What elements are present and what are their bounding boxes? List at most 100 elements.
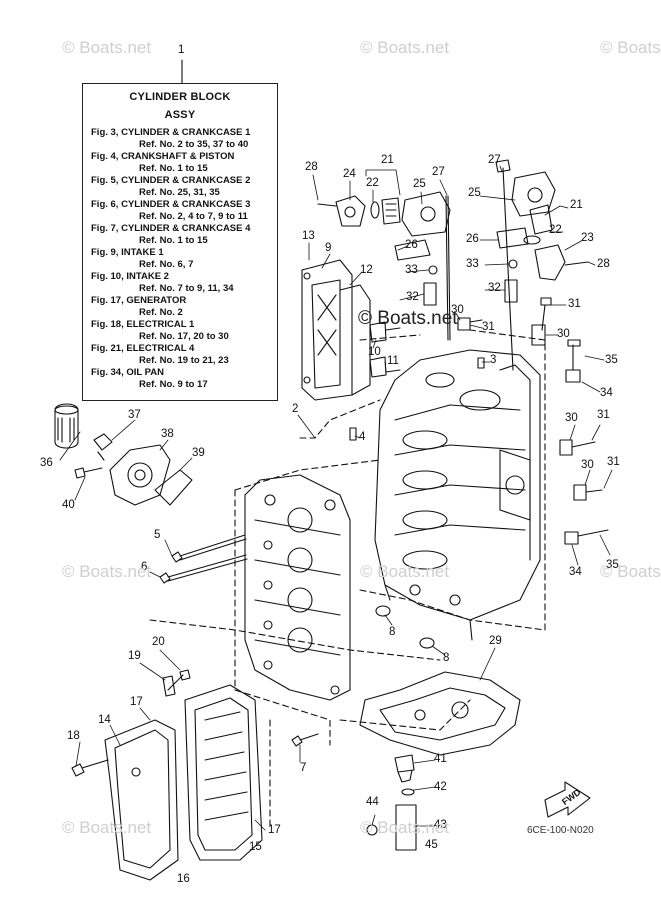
drain-plug <box>394 754 415 783</box>
part-30a <box>457 317 471 331</box>
legend-line: Fig. 10, INTAKE 2 <box>91 271 169 282</box>
callout-label: 14 <box>98 714 111 726</box>
long-bolts <box>159 534 248 584</box>
callout-label: 25 <box>413 178 426 190</box>
callout-label: 30 <box>557 328 570 340</box>
callout-label: 3 <box>490 354 497 366</box>
callout-label: 28 <box>305 161 318 173</box>
bolt-27b <box>502 167 514 371</box>
legend-line: Fig. 17, GENERATOR <box>91 295 187 306</box>
callout-label: 35 <box>605 354 618 366</box>
bracket-19 <box>162 675 176 697</box>
legend-line: Ref. No. 17, 20 to 30 <box>139 331 229 342</box>
callout-label: 12 <box>360 264 373 276</box>
crankcase <box>244 474 351 701</box>
sleeve-32a <box>423 282 437 306</box>
legend-line: Ref. No. 2 to 35, 37 to 40 <box>139 139 249 150</box>
right-small-parts <box>531 297 609 545</box>
callout-label: 31 <box>607 456 620 468</box>
oil-pan-gasket <box>359 671 521 756</box>
callout-label: 25 <box>468 187 481 199</box>
cover-25 <box>401 191 451 237</box>
callout-label: 6 <box>141 561 148 573</box>
callout-label: 1 <box>178 44 185 56</box>
legend-line: Fig. 4, CRANKSHAFT & PISTON <box>91 151 235 162</box>
legend-line: Fig. 6, CYLINDER & CRANKCASE 3 <box>91 199 251 210</box>
callout-label: 32 <box>488 282 501 294</box>
legend-line: Fig. 5, CYLINDER & CRANKCASE 2 <box>91 175 251 186</box>
bolt-20 <box>167 669 191 691</box>
callout-label: 24 <box>343 168 356 180</box>
callout-label: 30 <box>581 459 594 471</box>
callout-label: 20 <box>152 636 165 648</box>
callout-label: 21 <box>570 199 583 211</box>
watermark: © Boats.net <box>62 562 152 581</box>
callout-label: 26 <box>466 233 479 245</box>
legend-line: Fig. 9, INTAKE 1 <box>91 247 164 258</box>
callout-label: 27 <box>432 166 445 178</box>
callout-label: 40 <box>62 499 75 511</box>
washer-42 <box>401 788 415 796</box>
clip-10b <box>369 356 387 378</box>
callout-label: 26 <box>405 239 418 251</box>
callout-label: 2 <box>292 403 299 415</box>
callout-label: 43 <box>434 819 447 831</box>
callout-label: 16 <box>177 873 190 885</box>
callout-label: 23 <box>581 232 594 244</box>
legend-title: CYLINDER BLOCK <box>129 91 231 103</box>
legend-line: Ref. No. 1 to 15 <box>139 163 208 174</box>
oil-filter <box>54 403 79 449</box>
bolt-27 <box>447 195 451 341</box>
thermostat-22 <box>370 197 401 225</box>
callout-label: 22 <box>366 177 379 189</box>
gasket-26b <box>496 227 529 249</box>
gasket-39 <box>154 469 193 506</box>
callout-label: 36 <box>40 457 53 469</box>
callout-label: 9 <box>325 242 332 254</box>
lower-cover-17 <box>184 684 263 861</box>
watermark: © Boats.net <box>600 562 661 581</box>
legend-line: Ref. No. 6, 7 <box>139 259 194 270</box>
callout-label: 18 <box>67 730 80 742</box>
legend-line: Fig. 3, CYLINDER & CRANKCASE 1 <box>91 127 251 138</box>
callout-label: 32 <box>406 291 419 303</box>
bolt-40 <box>74 467 103 479</box>
legend-line: Ref. No. 9 to 17 <box>139 379 208 390</box>
callout-label: 33 <box>466 258 479 270</box>
gasket-26a <box>394 239 431 261</box>
legend-line: Ref. No. 7 to 9, 11, 34 <box>139 283 234 294</box>
legend-subtitle: ASSY <box>164 109 196 121</box>
callout-label: 30 <box>451 304 464 316</box>
cover-plate <box>301 259 371 401</box>
callout-label: 31 <box>482 321 495 333</box>
callout-label: 38 <box>161 428 174 440</box>
callout-label: 29 <box>489 635 502 647</box>
legend-line: Ref. No. 2, 4 to 7, 9 to 11 <box>139 211 248 222</box>
watermark: © Boats.net <box>600 38 661 57</box>
legend-line: Fig. 7, CYLINDER & CRANKCASE 4 <box>91 223 251 234</box>
callout-label: 39 <box>192 447 205 459</box>
legend-line: Fig. 34, OIL PAN <box>91 367 165 378</box>
callout-label: 19 <box>128 650 141 662</box>
callout-label: 10 <box>368 346 381 358</box>
callout-label: 8 <box>443 652 450 664</box>
callout-label: 13 <box>302 230 315 242</box>
callout-label: 21 <box>381 154 394 166</box>
cylinder-block <box>374 349 541 641</box>
callout-label: 17 <box>130 696 143 708</box>
legend-line: Ref. No. 19 to 21, 23 <box>139 355 229 366</box>
legend-line: Ref. No. 2 <box>139 307 183 318</box>
thermostat-cover-24 <box>317 195 366 227</box>
callout-label: 45 <box>425 839 438 851</box>
callout-label: 41 <box>434 753 447 765</box>
callout-label: 28 <box>597 258 610 270</box>
callout-label: 34 <box>569 566 582 578</box>
callout-label: 27 <box>488 154 501 166</box>
grommet-33a <box>428 265 438 275</box>
callout-label: 33 <box>405 264 418 276</box>
fwd-arrow <box>544 781 591 818</box>
bolt-18 <box>71 759 109 777</box>
callout-label: 8 <box>389 626 396 638</box>
dowel-4 <box>349 427 357 441</box>
